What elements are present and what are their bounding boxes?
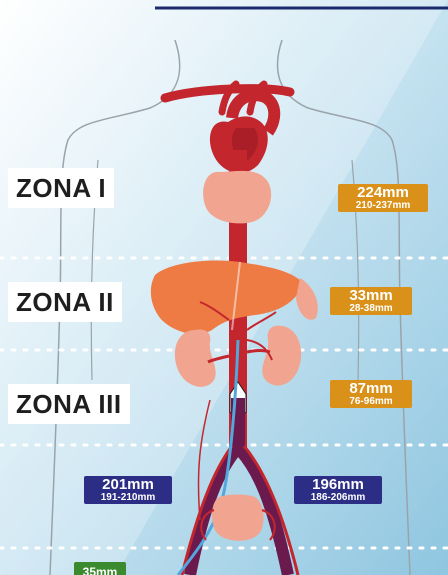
measurement-range: 28-38mm xyxy=(349,303,392,314)
measurement-value: 201mm xyxy=(102,477,154,492)
measurement-value: 196mm xyxy=(312,477,364,492)
measurement-value: 87mm xyxy=(349,381,392,396)
measurement-badge-bottom: 35mm xyxy=(74,562,126,575)
measurement-badge-right-iliac: 196mm 186-206mm xyxy=(294,476,382,504)
measurement-range: 191-210mm xyxy=(101,492,155,503)
measurement-badge-zone-2: 33mm 28-38mm xyxy=(330,287,412,315)
measurement-value: 224mm xyxy=(357,185,409,200)
zone-label-3: ZONA III xyxy=(8,384,130,424)
bladder xyxy=(212,495,263,541)
measurement-value: 33mm xyxy=(349,288,392,303)
measurement-badge-zone-1: 224mm 210-237mm xyxy=(338,184,428,212)
measurement-badge-left-iliac: 201mm 191-210mm xyxy=(84,476,172,504)
measurement-range: 186-206mm xyxy=(311,492,365,503)
zone-label-2: ZONA II xyxy=(8,282,122,322)
measurement-value: 35mm xyxy=(83,565,118,575)
upper-organ xyxy=(203,171,271,224)
zone-label-1: ZONA I xyxy=(8,168,114,208)
measurement-range: 210-237mm xyxy=(356,200,410,211)
measurement-range: 76-96mm xyxy=(349,396,392,407)
measurement-badge-zone-3: 87mm 76-96mm xyxy=(330,380,412,408)
